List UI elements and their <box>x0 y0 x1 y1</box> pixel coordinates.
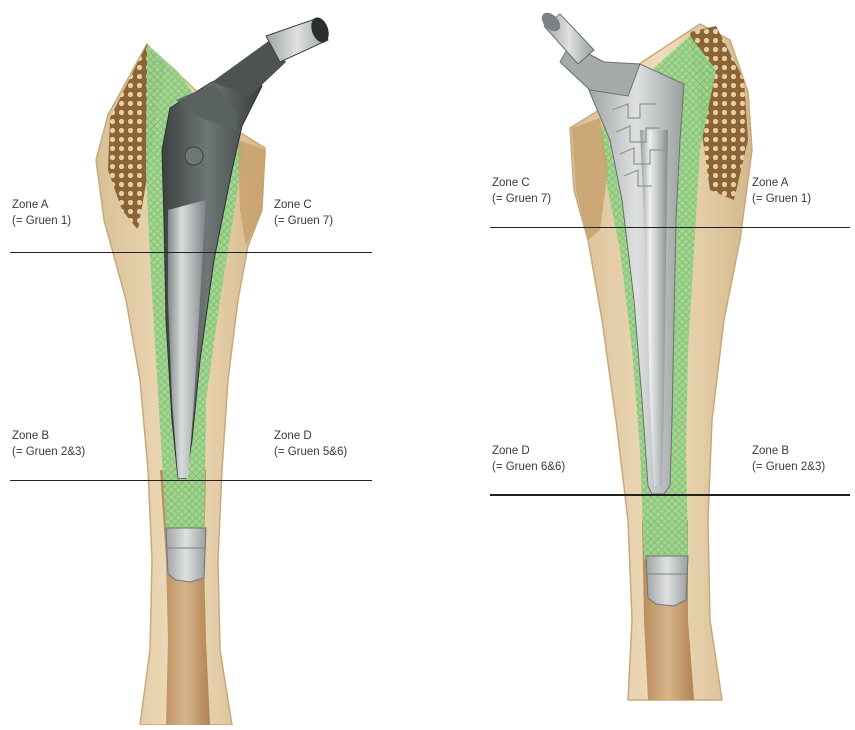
right-lower-zone-line <box>490 494 850 496</box>
left-zone-top-left-label: Zone A (= Gruen 1) <box>12 197 71 229</box>
left-zone-bottom-left-label: Zone B (= Gruen 2&3) <box>12 428 85 460</box>
left-femur-with-stem <box>96 15 332 725</box>
left-zone-top-right-label: Zone C (= Gruen 7) <box>274 197 333 229</box>
right-zone-top-right-label: Zone A (= Gruen 1) <box>752 175 811 207</box>
gruen-equivalent: (= Gruen 2&3) <box>12 444 85 460</box>
left-distal-centralizer <box>166 528 206 582</box>
gruen-equivalent: (= Gruen 5&6) <box>274 444 347 460</box>
right-upper-zone-line <box>490 227 850 228</box>
gruen-equivalent: (= Gruen 2&3) <box>752 459 825 475</box>
zone-name: Zone B <box>752 443 825 459</box>
gruen-equivalent: (= Gruen 7) <box>274 213 333 229</box>
right-zone-bottom-right-label: Zone B (= Gruen 2&3) <box>752 443 825 475</box>
zone-name: Zone C <box>492 175 551 191</box>
zone-name: Zone D <box>274 428 347 444</box>
gruen-equivalent: (= Gruen 1) <box>752 191 811 207</box>
gruen-equivalent: (= Gruen 6&6) <box>492 459 565 475</box>
right-distal-centralizer <box>646 556 688 606</box>
left-zone-bottom-right-label: Zone D (= Gruen 5&6) <box>274 428 347 460</box>
left-upper-zone-line <box>10 252 372 253</box>
left-stem-marker <box>185 147 203 165</box>
zone-name: Zone D <box>492 443 565 459</box>
zone-name: Zone B <box>12 428 85 444</box>
right-femur-with-stem <box>538 9 752 700</box>
gruen-equivalent: (= Gruen 7) <box>492 191 551 207</box>
zone-name: Zone A <box>752 175 811 191</box>
right-zone-bottom-left-label: Zone D (= Gruen 6&6) <box>492 443 565 475</box>
right-zone-top-left-label: Zone C (= Gruen 7) <box>492 175 551 207</box>
gruen-equivalent: (= Gruen 1) <box>12 213 71 229</box>
zone-name: Zone C <box>274 197 333 213</box>
left-lower-zone-line <box>10 480 372 481</box>
zone-name: Zone A <box>12 197 71 213</box>
